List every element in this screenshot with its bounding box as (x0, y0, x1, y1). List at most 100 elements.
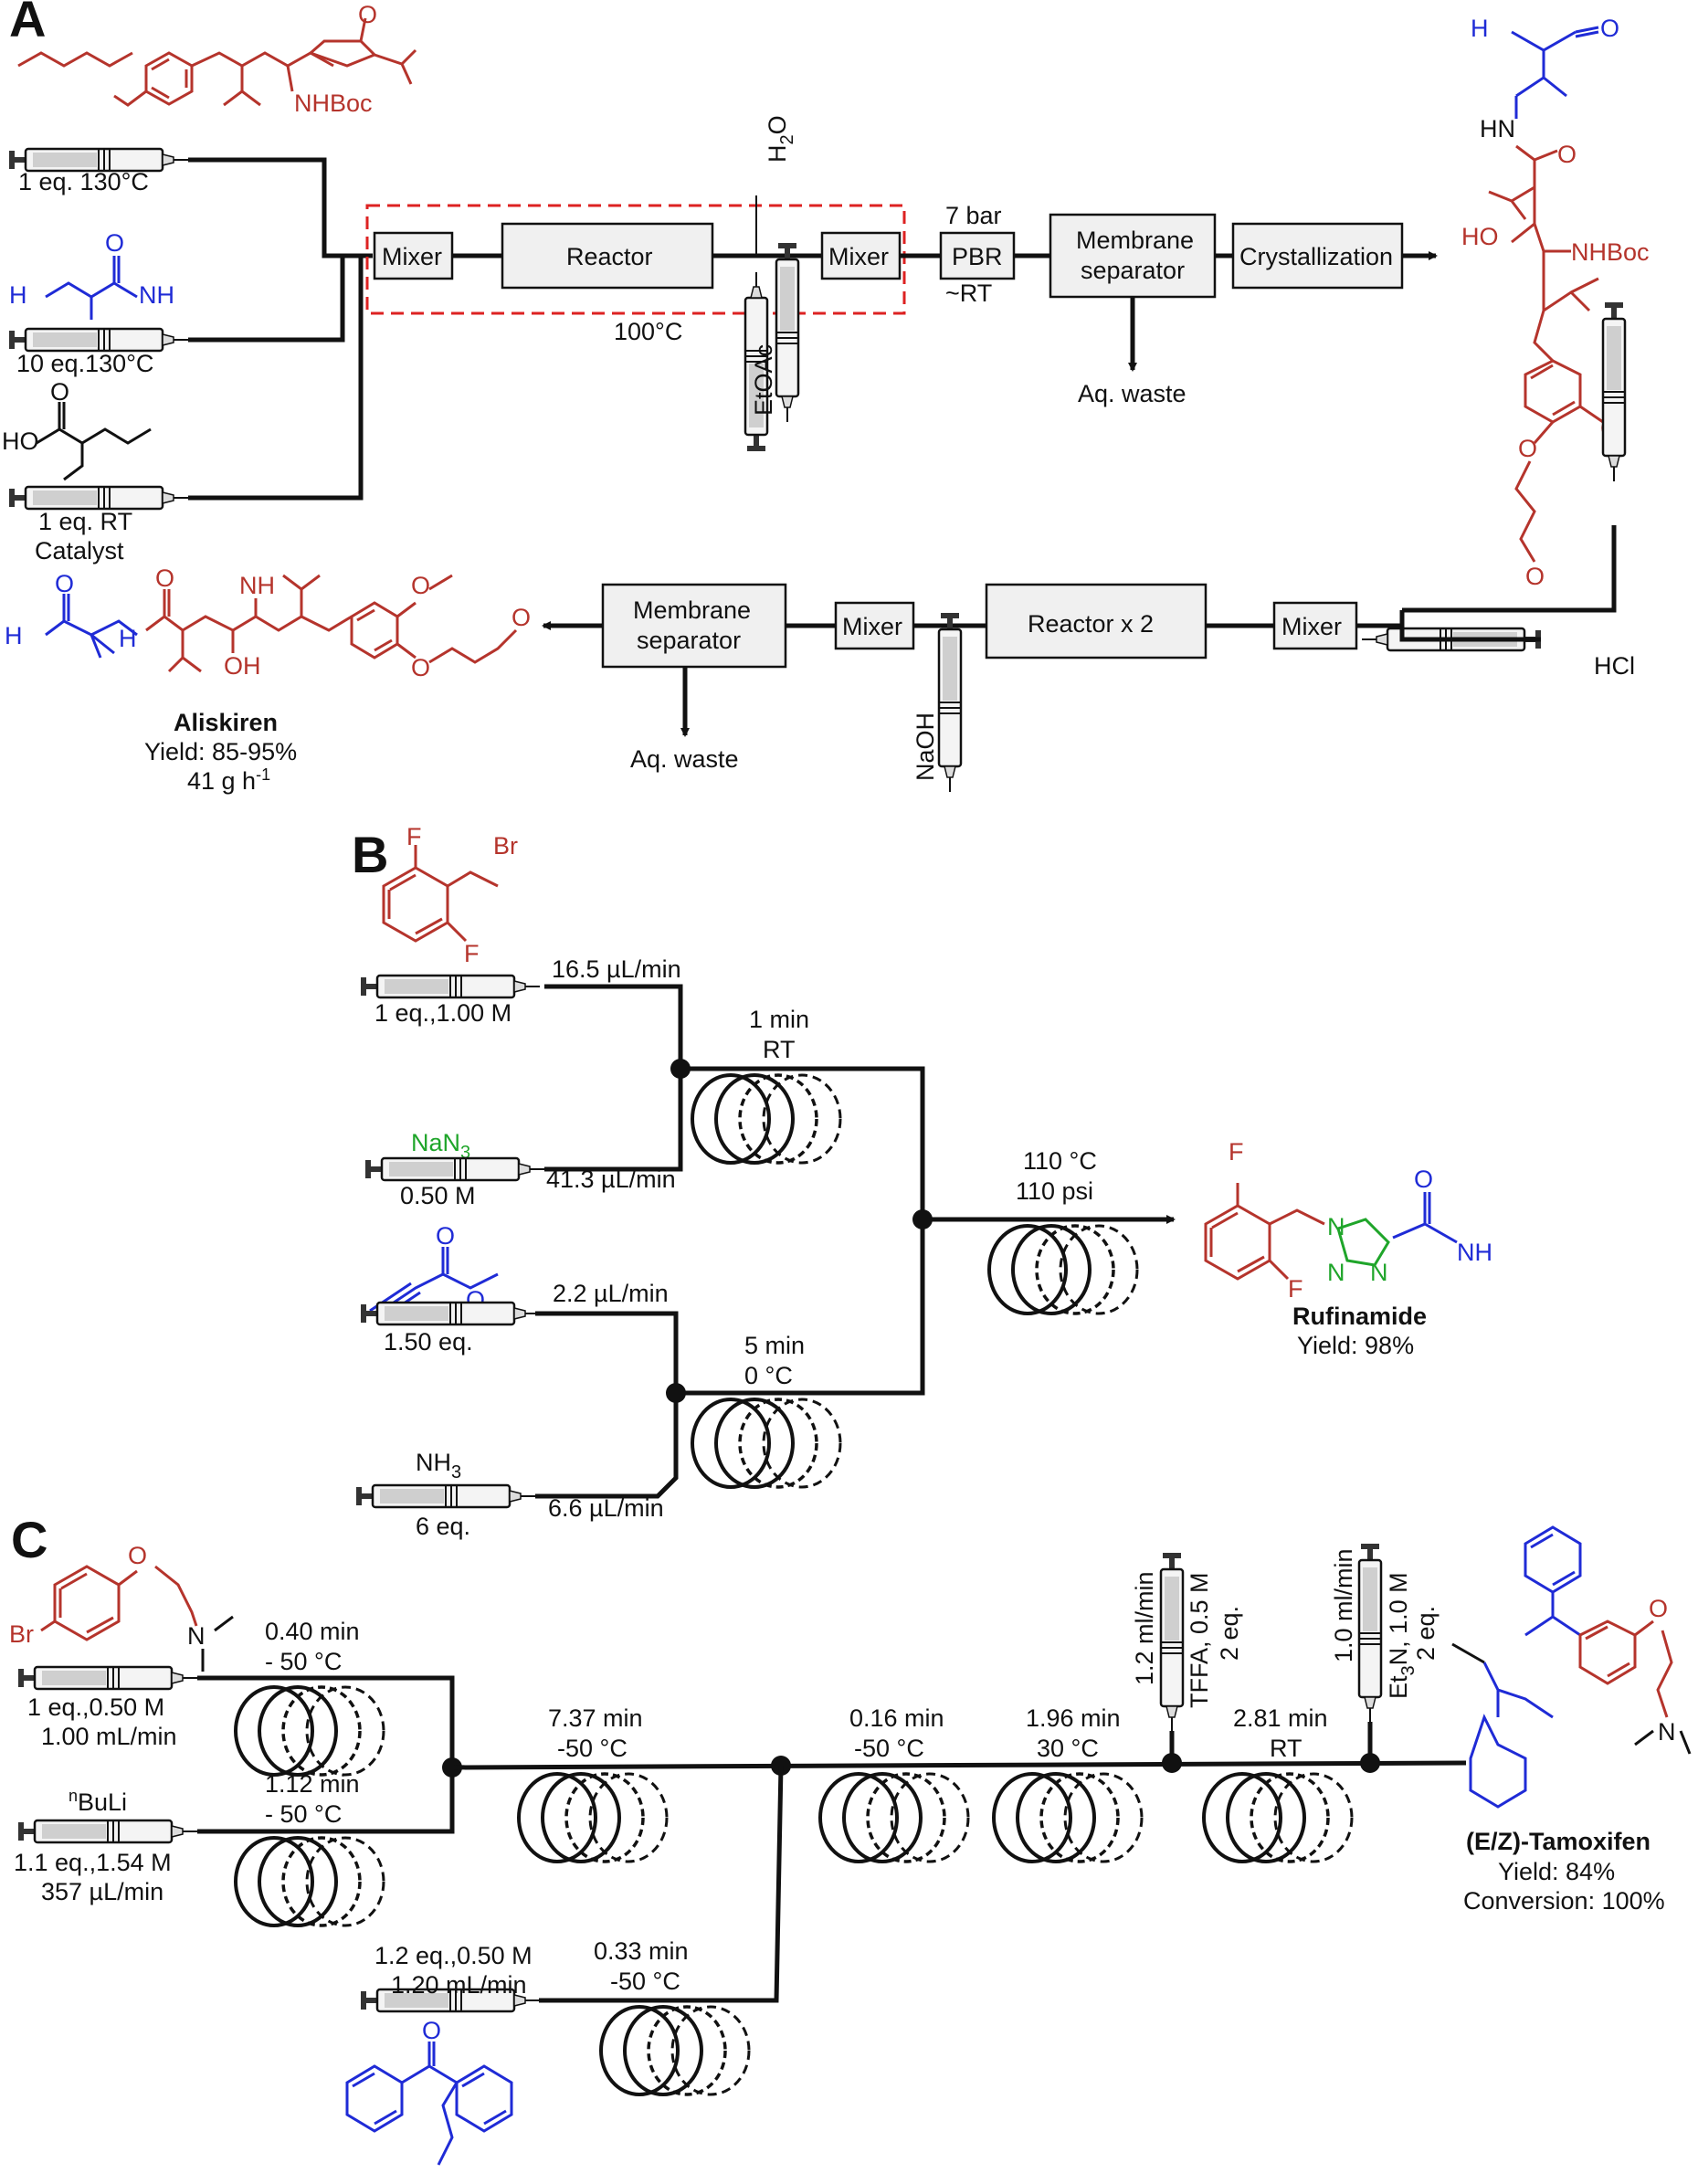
c-n-label: N (187, 1622, 206, 1650)
et3n-line3: 2 eq. (1412, 1606, 1440, 1661)
syringe-icon[interactable] (354, 1483, 537, 1509)
rufinamide-name: Rufinamide (1292, 1303, 1427, 1330)
naoh-label: NaOH (912, 712, 939, 781)
int-h2n-label: H (1471, 15, 1489, 42)
b-coil3-temp: 110 °C (1023, 1147, 1097, 1175)
reactor-box-2[interactable] (985, 583, 1208, 659)
membrane1-line2: separator (1081, 257, 1185, 284)
rufinamide-nh2: NH (1457, 1239, 1492, 1266)
junction-dot-icon (1162, 1753, 1182, 1773)
panel-label-a: A (9, 0, 46, 47)
b-coil1-temp: RT (763, 1036, 796, 1063)
rufinamide-yield: Yield: 98% (1297, 1332, 1414, 1359)
vertical-syringe[interactable] (1601, 301, 1627, 483)
syringe-icon[interactable] (359, 1301, 542, 1326)
ethylhexanoic-acid-structure: O HO (2, 378, 152, 481)
tamoxifen-o: O (1649, 1595, 1668, 1622)
b-feed2-conc: 0.50 M (400, 1182, 476, 1209)
mixer-label-3: Mixer (842, 613, 902, 640)
coil-reactor-icon (691, 1073, 842, 1165)
syringe-icon (775, 241, 800, 424)
c-feed1-conc: 1 eq.,0.50 M (27, 1693, 164, 1721)
water-label: H2O (764, 115, 797, 163)
aliskiren-n-label: H (119, 625, 137, 652)
syringe-icon[interactable] (7, 327, 190, 353)
syringe-icon[interactable] (16, 1665, 199, 1691)
b-line-feed2 (544, 1069, 683, 1172)
b-feed4-conc: 6 eq. (416, 1513, 470, 1540)
bromophenol-amine-structure: O Br N (9, 1542, 234, 1672)
pbr-temp: ~RT (945, 280, 992, 307)
naoh-syringe[interactable] (937, 611, 963, 794)
aliskiren-methoxy-o: O (411, 572, 430, 599)
mixer-box-2[interactable] (820, 231, 902, 280)
aliskiren-h2n-label: H (5, 622, 23, 649)
difluorobenzyl-bromide-structure: F Br F (382, 823, 518, 967)
syringe-icon (1601, 301, 1627, 483)
syringe-icon[interactable] (16, 1819, 199, 1844)
heated-zone-box (365, 204, 906, 315)
c-coil6-time: 1.96 min (1026, 1704, 1121, 1732)
etoac-label: EtOAc (750, 344, 777, 416)
syringe-icon[interactable] (7, 485, 190, 511)
int-ether-o-label: O (1518, 435, 1537, 462)
syringe-icon[interactable] (359, 974, 542, 999)
c-coil3-temp: -50 °C (557, 1735, 628, 1762)
mixer-box-4[interactable] (1272, 601, 1358, 650)
membrane-separator-box-1[interactable] (1049, 213, 1217, 299)
aliskiren-yield: Yield: 85-95% (144, 738, 297, 765)
c-coil1-temp: - 50 °C (265, 1648, 342, 1675)
c-coil5-temp: -50 °C (854, 1735, 924, 1762)
mixer-label-4: Mixer (1281, 613, 1342, 640)
membrane2-line1: Membrane (633, 596, 751, 624)
c-feed2-conc: 1.1 eq.,1.54 M (14, 1849, 172, 1876)
rufinamide-structure: F F N N N O NH (1204, 1138, 1492, 1303)
b-propiolate-o1: O (436, 1222, 455, 1250)
aliskiren-precursor-lactone-structure: O NHBoc (17, 1, 417, 117)
c-coil2-temp: - 50 °C (265, 1800, 342, 1828)
tffa-line2: TFFA, 0.5 M (1186, 1572, 1213, 1708)
b-feed2-reagent: NaN3 (411, 1129, 470, 1163)
reactor-label-2: Reactor x 2 (1028, 610, 1154, 638)
b-coil3-pressure: 110 psi (1016, 1177, 1093, 1205)
junction-dot-icon (666, 1383, 686, 1403)
c-coil4-time: 0.33 min (594, 1937, 689, 1965)
c-br-label: Br (9, 1620, 34, 1648)
tamoxifen-structure: O N (1451, 1525, 1692, 1809)
mixer-box-1[interactable] (373, 231, 454, 280)
b-feed1-flow: 16.5 µL/min (552, 955, 681, 983)
b-feed1-conc: 1 eq.,1.00 M (374, 999, 512, 1027)
triazole-n2: N (1327, 1259, 1345, 1286)
c-coil1-time: 0.40 min (265, 1618, 360, 1645)
feed1-label: 1 eq. 130°C (18, 168, 149, 195)
aliskiren-nh2-label: NH (239, 572, 275, 599)
deoxybenzoin-o: O (422, 2017, 441, 2044)
et3n-syringe[interactable] (1357, 1542, 1383, 1725)
et3n-line2: Et3N, 1.0 M (1385, 1572, 1419, 1699)
aliskiren-o1-label: O (55, 570, 74, 597)
amide-o-label: O (105, 229, 124, 257)
syringe-icon[interactable] (364, 1156, 546, 1182)
b-feed3-flow: 2.2 µL/min (553, 1280, 669, 1307)
syringe-icon (937, 611, 963, 794)
feed3-label-line2: Catalyst (35, 537, 124, 564)
mixer-label-1: Mixer (382, 243, 442, 270)
triazole-n1: N (1327, 1213, 1345, 1240)
etoac-syringe[interactable] (775, 241, 800, 424)
int-o2-label: O (1557, 141, 1577, 168)
rufinamide-o: O (1414, 1166, 1433, 1193)
nhboc-label: NHBoc (294, 90, 373, 117)
syringe-icon (1159, 1551, 1185, 1734)
crystallization-label: Crystallization (1239, 243, 1393, 270)
junction-dot-icon (1360, 1753, 1380, 1773)
membrane-separator-box-2[interactable] (601, 583, 787, 669)
aq-waste-label-2: Aq. waste (630, 745, 739, 773)
hcl-line (1399, 610, 1541, 642)
c-feed2-flow: 357 µL/min (41, 1878, 163, 1905)
mixer-label-2: Mixer (828, 243, 889, 270)
aliskiren-oh-label: OH (224, 652, 261, 680)
tffa-line3: 2 eq. (1216, 1606, 1243, 1661)
coil-reactor-icon (691, 1398, 842, 1489)
tffa-syringe[interactable] (1159, 1551, 1185, 1734)
